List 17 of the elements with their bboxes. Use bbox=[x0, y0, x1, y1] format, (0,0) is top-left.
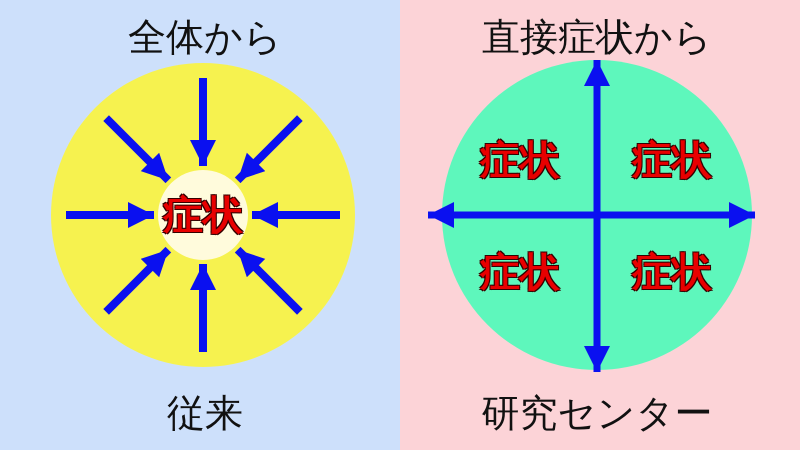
arrow bbox=[190, 264, 216, 352]
symptom-label: 症状 bbox=[480, 132, 560, 188]
arrow bbox=[252, 202, 340, 228]
arrow bbox=[66, 202, 154, 228]
heading-text: 全体から bbox=[128, 14, 282, 61]
heading-text: 研究センター bbox=[482, 390, 712, 437]
heading-text: 直接症状から bbox=[482, 14, 712, 61]
arrow bbox=[234, 115, 303, 184]
symptom-label: 症状 bbox=[632, 132, 712, 188]
arrow bbox=[103, 246, 172, 315]
symptom-label: 症状 bbox=[163, 192, 243, 240]
arrow bbox=[103, 115, 172, 184]
heading-text: 従来 bbox=[167, 390, 243, 437]
symptom-label: 症状 bbox=[632, 244, 712, 300]
arrow bbox=[234, 246, 303, 315]
arrow bbox=[190, 78, 216, 166]
symptom-label: 症状 bbox=[480, 244, 560, 300]
